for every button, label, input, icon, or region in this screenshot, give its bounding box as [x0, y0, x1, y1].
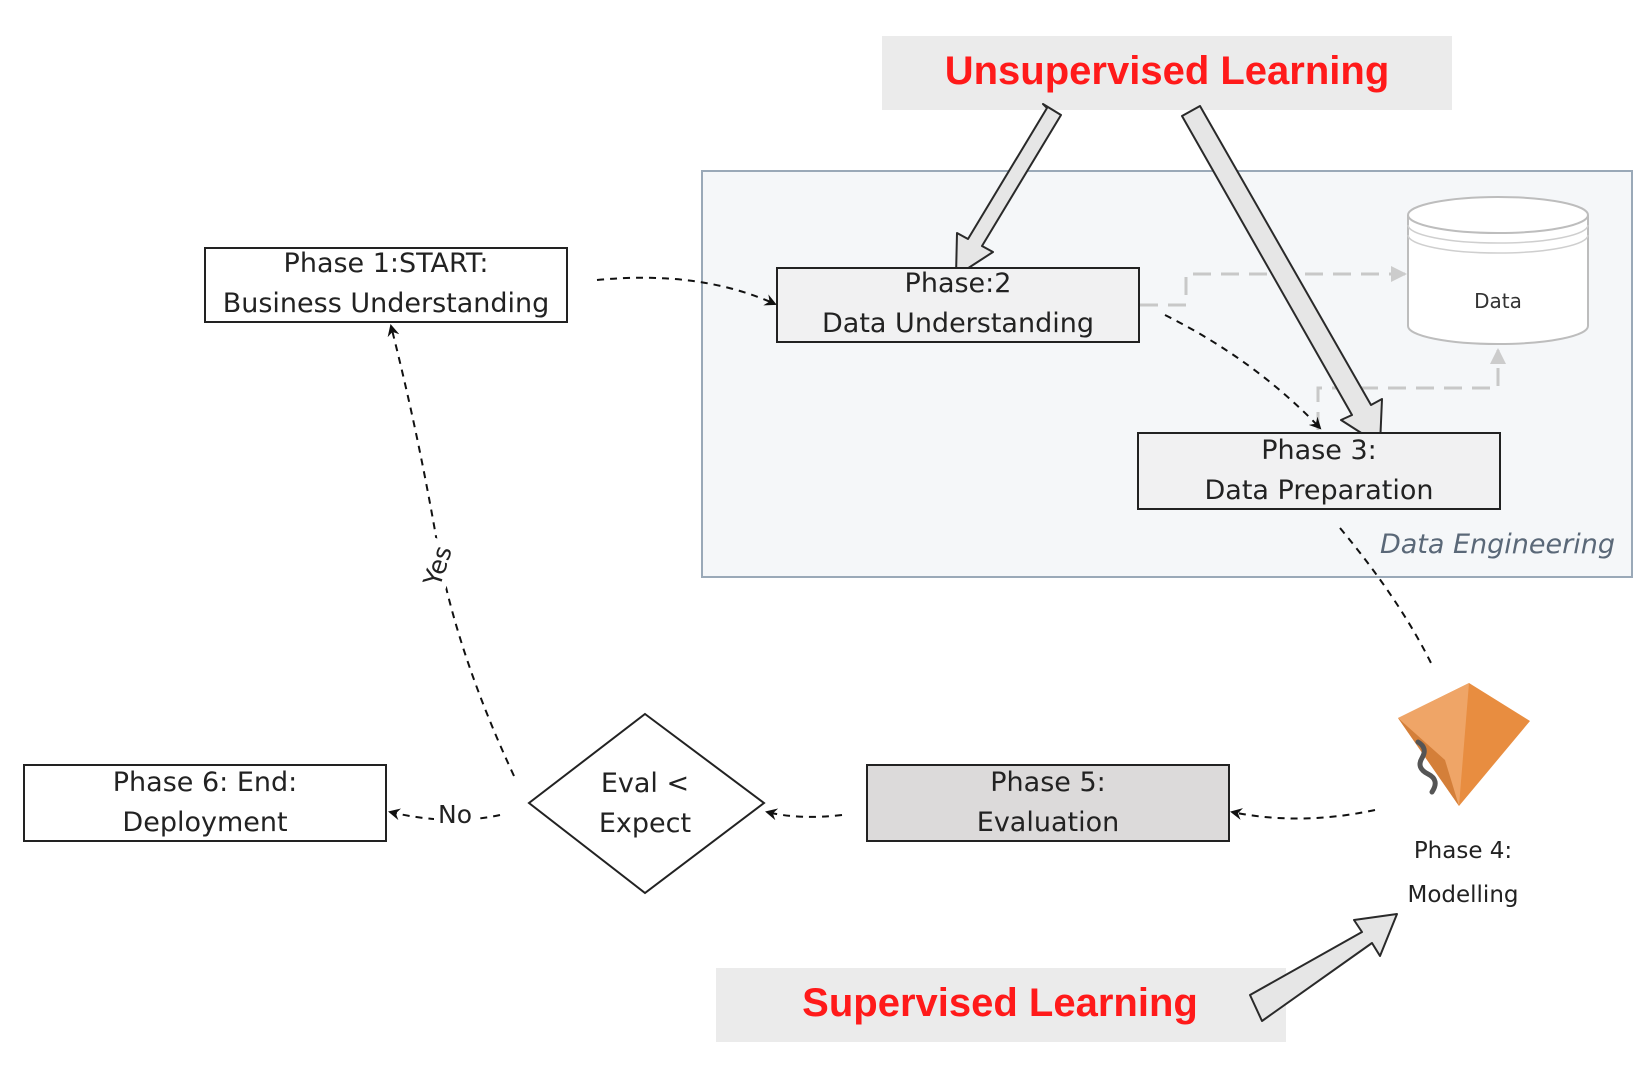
supervised-banner-text: Supervised Learning: [802, 981, 1198, 1025]
edge-phase3-to-phase4: [1339, 527, 1433, 666]
phase2-subtitle: Data Understanding: [822, 308, 1094, 339]
edge-phase4-to-phase5: [1230, 808, 1376, 820]
phase6-box: [23, 764, 387, 842]
edge-phase1-to-phase2: [596, 276, 777, 306]
data-engineering-label: Data Engineering: [1380, 529, 1615, 560]
phase2-title: Phase:2: [905, 268, 1012, 299]
data-understanding-to-store-connector: [1140, 266, 1407, 307]
edge-phase2-to-phase3: [1164, 314, 1322, 430]
phase1-box: [204, 247, 568, 323]
phase4-title: Phase 4:: [1414, 838, 1512, 864]
phase1-subtitle: Business Understanding: [223, 288, 550, 319]
unsupervised-banner: [882, 36, 1452, 110]
phase1-title: Phase 1:START:: [284, 248, 489, 279]
phase5-subtitle: Evaluation: [977, 807, 1119, 838]
data-store-label: Data: [1474, 289, 1522, 313]
phase3-title: Phase 3:: [1261, 435, 1376, 466]
phase2-box: [776, 267, 1140, 343]
edge-phase5-to-decision: [765, 808, 843, 821]
data-preparation-to-store-connector: [1316, 348, 1506, 430]
phase4-subtitle: Modelling: [1407, 882, 1518, 908]
no-label-bg: [434, 800, 476, 830]
edge-label-no: No: [438, 800, 472, 829]
unsupervised-to-data-preparation-arrow: [1181, 105, 1383, 446]
phase5-box: [866, 764, 1230, 842]
edge-label-yes: Yes: [417, 542, 457, 590]
decision-line2: Expect: [599, 808, 691, 839]
phase3-box: [1137, 432, 1501, 510]
unsupervised-banner-text: Unsupervised Learning: [945, 49, 1390, 93]
supervised-banner: [716, 968, 1286, 1042]
supervised-to-modelling-arrow: [1249, 913, 1398, 1022]
data-store: Data: [1407, 196, 1589, 345]
phase5-title: Phase 5:: [990, 767, 1105, 798]
edge-decision-yes-to-phase1: [387, 324, 515, 777]
phase6-title: Phase 6: End:: [113, 767, 297, 798]
yes-label-group: Yes: [416, 537, 460, 596]
phase3-subtitle: Data Preparation: [1204, 475, 1433, 506]
phase6-subtitle: Deployment: [122, 807, 287, 838]
modelling-icon: [1398, 683, 1530, 806]
decision-diamond: [527, 712, 766, 895]
decision-line1: Eval <: [601, 768, 689, 799]
